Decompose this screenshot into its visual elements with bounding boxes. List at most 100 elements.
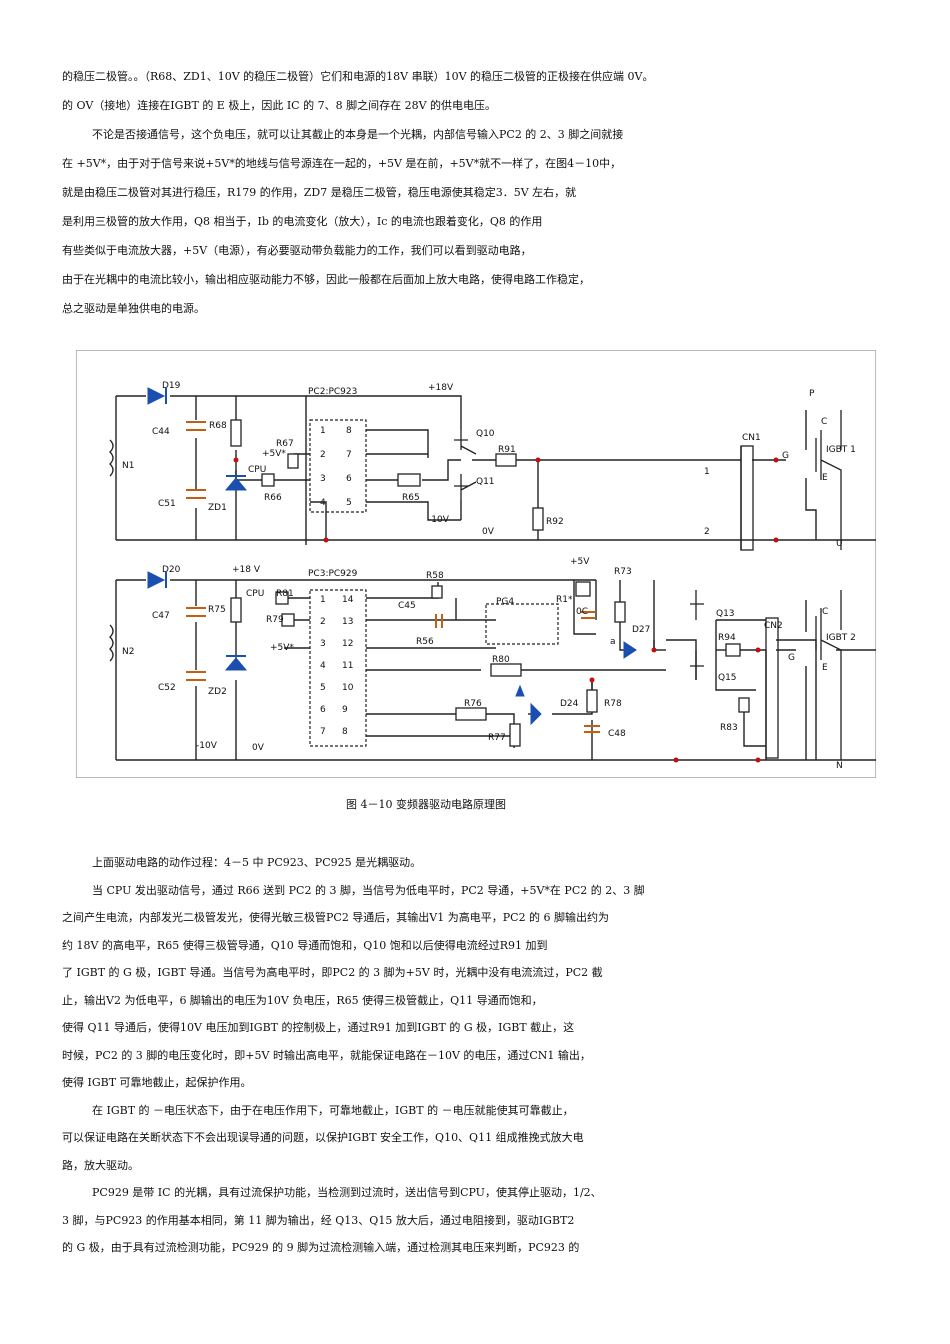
ic-pin-number: 1 <box>320 595 326 605</box>
component-label: G <box>782 451 789 461</box>
component-label: R80 <box>492 655 510 665</box>
component-label: R81 <box>276 589 294 599</box>
component-label: 0C <box>576 607 588 617</box>
component-label: N1 <box>122 461 134 471</box>
component-label: N2 <box>122 647 134 657</box>
text-line: 的 OV（接地）连接在IGBT 的 E 极上，因此 IC 的 7、8 脚之间存在… <box>62 99 497 112</box>
component-label: -10V <box>196 741 218 751</box>
component-label: R1* <box>556 595 573 605</box>
component-label: ZD2 <box>208 687 227 697</box>
component-label: R66 <box>264 493 282 503</box>
text-line: 时候，PC2 的 3 脚的电压变化时，即+5V 时输出高电平，就能保证电路在－1… <box>62 1048 591 1062</box>
component-label: PC2:PC923 <box>308 387 357 397</box>
text-line: 了 IGBT 的 G 极，IGBT 导通。当信号为高电平时，即PC2 的 3 脚… <box>62 966 603 979</box>
component-label: P <box>809 389 815 399</box>
component-label: IGBT 1 <box>826 445 856 455</box>
component-label: IGBT 2 <box>826 633 856 643</box>
ic-pin-number: 5 <box>320 683 326 693</box>
text-line: 3 脚，与PC923 的作用基本相同，第 11 脚为输出，经 Q13、Q15 放… <box>62 1213 575 1227</box>
component-label: D24 <box>560 699 579 709</box>
component-label: R75 <box>208 605 226 615</box>
component-label: PC3:PC929 <box>308 569 358 579</box>
text-line: 约 18V 的高电平，R65 使得三极管导通，Q10 导通而饱和，Q10 饱和以… <box>62 938 548 952</box>
component-label: C47 <box>152 611 170 621</box>
component-label: C44 <box>152 427 170 437</box>
text-line: 在 IGBT 的 －电压状态下，由于在电压作用下，可靠地截止，IGBT 的 －电… <box>92 1103 574 1117</box>
component-label: R65 <box>402 493 420 503</box>
component-label: C52 <box>158 683 176 693</box>
component-label: Q15 <box>718 673 737 683</box>
component-label: R92 <box>546 517 564 527</box>
text-line: 当 CPU 发出驱动信号，通过 R66 送到 PC2 的 3 脚，当信号为低电平… <box>92 883 645 897</box>
ic-pin-number: 4 <box>320 661 326 671</box>
ic-pin-number: 1 <box>320 426 326 436</box>
text-line: 路，放大驱动。 <box>62 1158 139 1172</box>
text-line: 止，输出V2 为低电平，6 脚输出的电压为10V 负电压，R65 使得三极管截止… <box>62 993 543 1007</box>
ic-pin-number: 9 <box>342 705 348 715</box>
component-label: R68 <box>209 421 227 431</box>
ic-pin-number: 10 <box>342 683 354 693</box>
component-label: +5V* <box>262 449 286 459</box>
component-label: R78 <box>604 699 622 709</box>
component-label: a <box>610 637 616 647</box>
ic-pin-number: 7 <box>346 450 352 460</box>
ic-pin-number: 3 <box>320 639 326 649</box>
component-label: C45 <box>398 601 416 611</box>
ic-pin-number: 7 <box>320 727 326 737</box>
component-label: CN1 <box>742 433 761 443</box>
component-label: CPU <box>248 465 266 475</box>
ic-pin-number: 14 <box>342 595 354 605</box>
text-line: 使得 IGBT 可靠地截止，起保护作用。 <box>62 1076 252 1089</box>
ic-pin-number: 6 <box>320 705 326 715</box>
component-label: CPU <box>246 589 264 599</box>
ic-pin-number: 12 <box>342 639 353 649</box>
component-label: +5V <box>570 557 590 567</box>
component-label: E <box>822 663 828 673</box>
component-label: R73 <box>614 567 632 577</box>
component-label: -10V <box>428 515 450 525</box>
ic-pin-number: 11 <box>342 661 353 671</box>
figure-caption: 图 4－10 变频器驱动电路原理图 <box>346 798 506 811</box>
component-label: +18 V <box>232 565 261 575</box>
component-label: R79 <box>266 615 284 625</box>
component-label: 1 <box>704 467 710 477</box>
component-label: +18V <box>428 383 454 393</box>
component-label: N <box>836 761 843 771</box>
text-line: 就是由稳压二极管对其进行稳压，R179 的作用，ZD7 是稳压二极管，稳压电源使… <box>62 186 577 199</box>
text-line: PC929 是带 IC 的光耦，具有过流保护功能，当检测到过流时，送出信号到CP… <box>92 1186 602 1199</box>
component-label: ZD1 <box>208 503 227 513</box>
text-line: 使得 Q11 导通后，使得10V 电压加到IGBT 的控制极上，通过R91 加到… <box>62 1021 575 1034</box>
component-label: 0V <box>252 743 265 753</box>
component-label: D19 <box>162 381 181 391</box>
component-label: R77 <box>488 733 506 743</box>
text-line: 有些类似于电流放大器，+5V（电源），有必要驱动带负载能力的工作，我们可以看到驱… <box>62 244 532 257</box>
text-line: 是利用三极管的放大作用，Q8 相当于，Ib 的电流变化（放大），Ic 的电流也跟… <box>62 215 543 228</box>
ic-pin-number: 2 <box>320 617 326 627</box>
component-label: D27 <box>632 625 650 635</box>
ic-pin-number: 5 <box>346 498 352 508</box>
component-label: +5V* <box>270 643 294 653</box>
component-label: C <box>822 607 828 617</box>
component-label: Q10 <box>476 429 495 439</box>
component-label: R91 <box>498 445 516 455</box>
circuit-diagram: D19PC2:PC923+18VC44R68R67Q10R91CN1+5V*CP… <box>76 350 876 778</box>
ic-pin-number: 8 <box>342 727 348 737</box>
component-label: R67 <box>276 439 294 449</box>
component-label: R83 <box>720 723 738 733</box>
ic-pin-number: 13 <box>342 617 353 627</box>
ic-pin-number: 8 <box>346 426 352 436</box>
component-label: 2 <box>704 527 710 537</box>
component-label: Q13 <box>716 609 735 619</box>
component-label: R76 <box>464 699 482 709</box>
component-label: C51 <box>158 499 176 509</box>
component-label: G <box>788 653 795 663</box>
text-line: 上面驱动电路的动作过程：4－5 中 PC923、PC925 是光耦驱动。 <box>92 856 422 869</box>
ic-pin-number: 6 <box>346 474 352 484</box>
component-label: D20 <box>162 565 181 575</box>
text-line: 不论是否接通信号，这个负电压，就可以让其截止的本身是一个光耦，内部信号输入PC2… <box>92 128 624 141</box>
text-line: 可以保证电路在关断状态下不会出现误导通的问题，以保护IGBT 安全工作，Q10、… <box>62 1131 584 1144</box>
ic-pin-number: 3 <box>320 474 326 484</box>
